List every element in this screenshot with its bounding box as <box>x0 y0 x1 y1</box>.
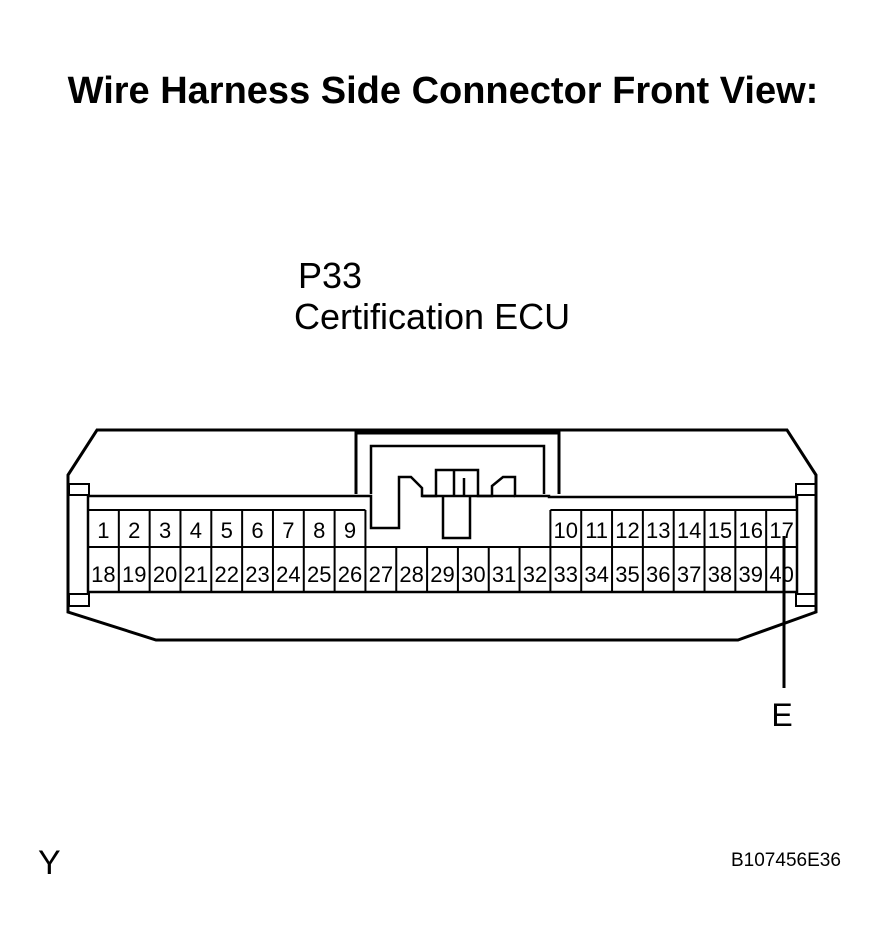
lock-latch-outer <box>354 431 561 494</box>
pin-label: 20 <box>153 562 177 587</box>
pin-label: 27 <box>369 562 393 587</box>
connector-name: Certification ECU <box>294 296 571 337</box>
pin-label: 4 <box>190 518 202 543</box>
pin-label: 39 <box>739 562 763 587</box>
pin-label: 13 <box>646 518 670 543</box>
pin-label: 5 <box>221 518 233 543</box>
pin-label: 2 <box>128 518 140 543</box>
pin-label: 14 <box>677 518 701 543</box>
pin-label: 6 <box>251 518 263 543</box>
pin-label: 29 <box>430 562 454 587</box>
pin-label: 24 <box>276 562 300 587</box>
pin-label: 19 <box>122 562 146 587</box>
housing-notch-left <box>68 483 90 496</box>
pin-label: 26 <box>338 562 362 587</box>
pin-label: 16 <box>739 518 763 543</box>
diagram-title: Wire Harness Side Connector Front View: <box>67 70 819 112</box>
pin-label: 7 <box>282 518 294 543</box>
pin-label: 15 <box>708 518 732 543</box>
pin-label: 9 <box>344 518 356 543</box>
lock-latch-inner <box>369 444 546 494</box>
housing-foot-left <box>68 593 90 607</box>
pin-label: 32 <box>523 562 547 587</box>
pin-label: 31 <box>492 562 516 587</box>
pin-label: 25 <box>307 562 331 587</box>
pin-label: 3 <box>159 518 171 543</box>
pin-label: 11 <box>585 518 608 543</box>
pin-label: 18 <box>91 562 115 587</box>
housing-notch-right <box>795 483 817 496</box>
footer-left-mark: Y <box>38 844 61 882</box>
pin-label: 40 <box>769 562 793 587</box>
figure-code: B107456E36 <box>731 850 841 871</box>
pin-label: 1 <box>97 518 109 543</box>
pin-label: 12 <box>615 518 639 543</box>
pin-label: 30 <box>461 562 485 587</box>
pin-label: 36 <box>646 562 670 587</box>
pin-label: 10 <box>554 518 578 543</box>
pin-label: 21 <box>184 562 208 587</box>
pin-label: 28 <box>399 562 423 587</box>
pin-label: 8 <box>313 518 325 543</box>
pin-label: 34 <box>584 562 608 587</box>
callout-label: E <box>771 697 792 733</box>
pin-label: 33 <box>554 562 578 587</box>
pin-label: 17 <box>769 518 793 543</box>
pin-label: 22 <box>214 562 238 587</box>
pin-label: 37 <box>677 562 701 587</box>
connector-code: P33 <box>298 255 363 296</box>
latch-tab <box>441 496 472 540</box>
pin-label: 23 <box>245 562 269 587</box>
connector-housing <box>66 428 818 642</box>
pin-label: 35 <box>615 562 639 587</box>
housing-foot-right <box>795 593 817 607</box>
pin-label: 38 <box>708 562 732 587</box>
